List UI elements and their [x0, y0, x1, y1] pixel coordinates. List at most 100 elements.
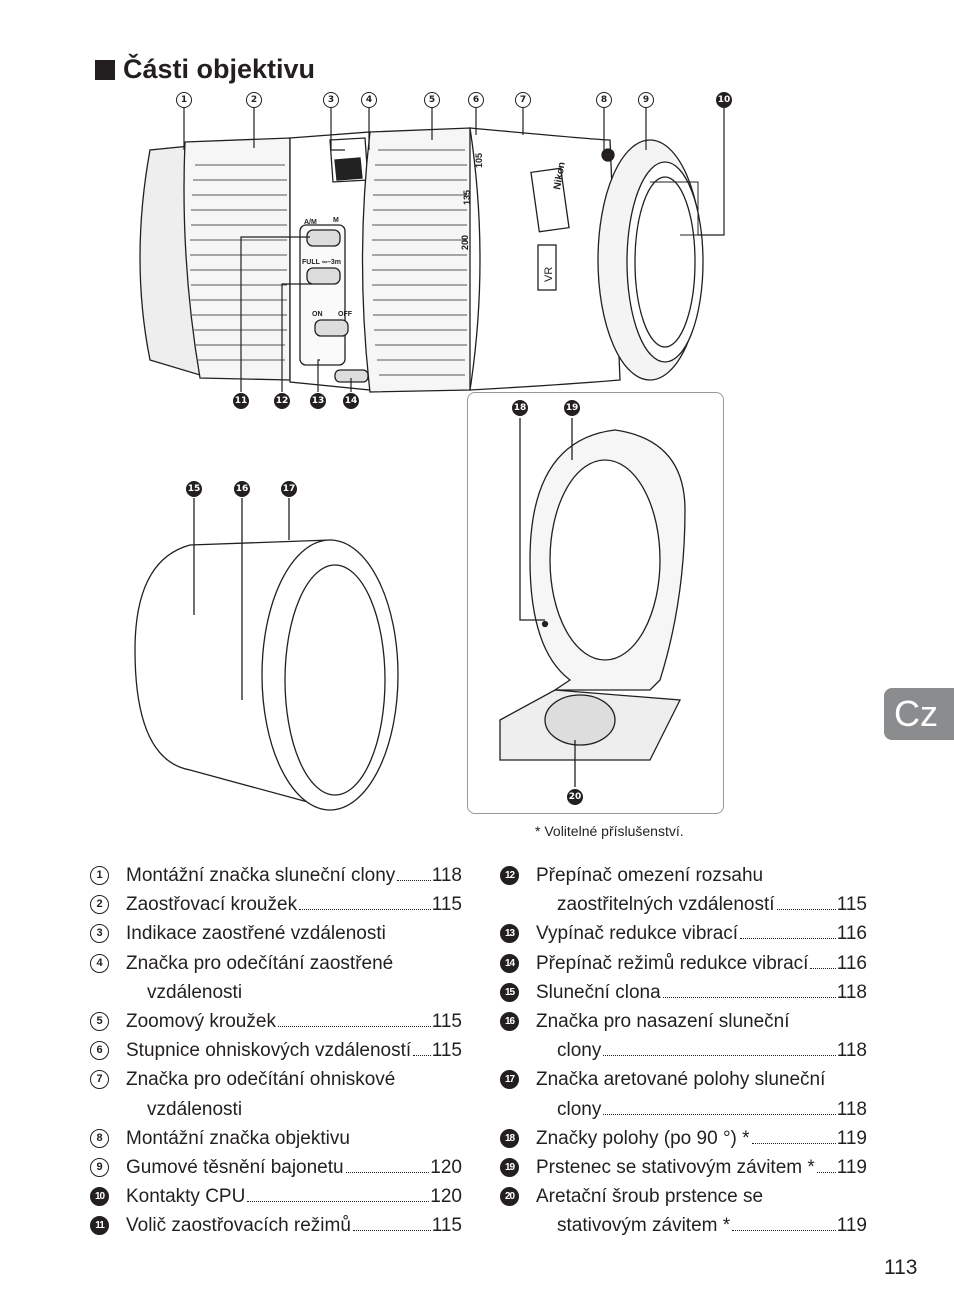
footnote: * Volitelné příslušenství.: [535, 823, 684, 839]
item-number: 17: [500, 1070, 519, 1090]
callout-6: 6: [468, 92, 484, 108]
item-page: 119: [836, 1127, 867, 1149]
callout-11: 11: [233, 393, 249, 409]
dot-leader: [352, 1230, 431, 1232]
focal-105: 105: [474, 153, 484, 168]
item-page: 118: [836, 1098, 867, 1120]
dot-leader: [810, 967, 836, 969]
item-page: 115: [431, 1040, 462, 1062]
item-number: 1: [90, 866, 109, 886]
focal-200: 200: [460, 235, 470, 250]
item-text: Indikace zaostřené vzdálenosti: [126, 923, 386, 945]
dot-leader: [603, 1113, 836, 1115]
item-text: Montážní značka sluneční clony: [126, 865, 396, 886]
callout-1: 1: [176, 92, 192, 108]
dot-leader: [776, 909, 836, 911]
dot-leader: [816, 1171, 836, 1173]
item-page: 119: [836, 1215, 867, 1237]
page-number: 113: [884, 1256, 918, 1279]
dot-leader: [299, 909, 431, 911]
callout-4: 4: [361, 92, 377, 108]
list-item: 8 Montážní značka objektivu: [90, 1124, 462, 1153]
item-text: Vypínač redukce vibrací: [536, 923, 739, 945]
vr-label: VR: [543, 267, 555, 282]
item-number: 5: [90, 1012, 109, 1032]
callout-8: 8: [596, 92, 612, 108]
item-number: 14: [500, 953, 519, 973]
item-text-continued: zaostřitelných vzdáleností: [557, 894, 775, 916]
item-number: 6: [90, 1041, 109, 1061]
item-number: 9: [90, 1157, 109, 1177]
callout-15: 15: [186, 481, 202, 497]
item-text-continued: clony: [557, 1098, 602, 1120]
callout-14: 14: [343, 393, 359, 409]
switch-full-label: FULL: [302, 259, 321, 266]
item-page: 115: [431, 1215, 462, 1237]
item-text: Volič zaostřovacích režimů: [126, 1215, 351, 1237]
item-number: 15: [500, 982, 519, 1002]
item-text: Značka pro nasazení sluneční: [536, 1010, 790, 1032]
callout-3: 3: [323, 92, 339, 108]
callout-9: 9: [638, 92, 654, 108]
dot-leader: [413, 1055, 431, 1057]
lens-leader-lines: [183, 108, 725, 392]
list-item: 3 Indikace zaostřené vzdálenosti: [90, 919, 462, 948]
focal-135: 135: [462, 190, 472, 205]
item-page: 115: [431, 894, 462, 916]
item-text: Aretační šroub prstence se: [536, 1186, 764, 1208]
heading-text: Části objektivu: [123, 54, 316, 84]
item-page: 118: [836, 981, 867, 1003]
language-tab: Cz: [884, 688, 954, 740]
item-text: Značka aretované polohy sluneční: [536, 1069, 826, 1091]
item-page: 120: [430, 1156, 462, 1178]
list-item: 16 Značka pro nasazení sluneční: [500, 1007, 867, 1036]
callout-7: 7: [515, 92, 531, 108]
dot-leader: [662, 996, 836, 998]
list-item: 7 Značka pro odečítání ohniskové: [90, 1065, 462, 1094]
dot-leader: [603, 1055, 836, 1057]
dot-leader: [397, 880, 431, 881]
callout-2: 2: [246, 92, 262, 108]
item-text: Kontakty CPU: [126, 1186, 246, 1208]
item-text: Značka pro odečítání zaostřené: [126, 952, 394, 974]
item-page: 119: [836, 1156, 867, 1178]
list-item: 1 Montážní značka sluneční clony 118: [90, 861, 462, 890]
item-page: 118: [431, 865, 462, 886]
item-text: Sluneční clona: [536, 981, 661, 1003]
item-page: 116: [836, 952, 867, 974]
list-item-continuation: vzdálenosti: [90, 978, 462, 1007]
item-number: 10: [90, 1187, 109, 1207]
item-number: 7: [90, 1070, 109, 1090]
lens-illustration: [139, 127, 704, 393]
section-heading: Části objektivu: [95, 54, 315, 85]
callout-5: 5: [424, 92, 440, 108]
item-number: 16: [500, 1012, 519, 1032]
item-text: Značka pro odečítání ohniskové: [126, 1069, 396, 1091]
callout-18: 18: [512, 400, 528, 416]
list-item-continuation: clony 118: [500, 1095, 867, 1124]
item-number: 8: [90, 1128, 109, 1148]
callout-20: 20: [567, 789, 583, 805]
list-item-continuation: clony 118: [500, 1036, 867, 1065]
dot-leader: [247, 1201, 430, 1203]
item-number: 12: [500, 866, 519, 886]
item-text: Montážní značka objektivu: [126, 1127, 350, 1149]
item-number: 19: [500, 1157, 519, 1177]
callout-19: 19: [564, 400, 580, 416]
item-page: 118: [836, 1040, 867, 1062]
callout-16: 16: [234, 481, 250, 497]
brand-label: Nikon: [552, 161, 568, 190]
item-number: 3: [90, 924, 109, 944]
lens-illustrations: 200 135 105 Nikon VR A/M M FULL ∞–3m ON …: [134, 108, 725, 811]
item-number: 20: [500, 1187, 519, 1207]
item-text-continued: clony: [557, 1040, 602, 1062]
